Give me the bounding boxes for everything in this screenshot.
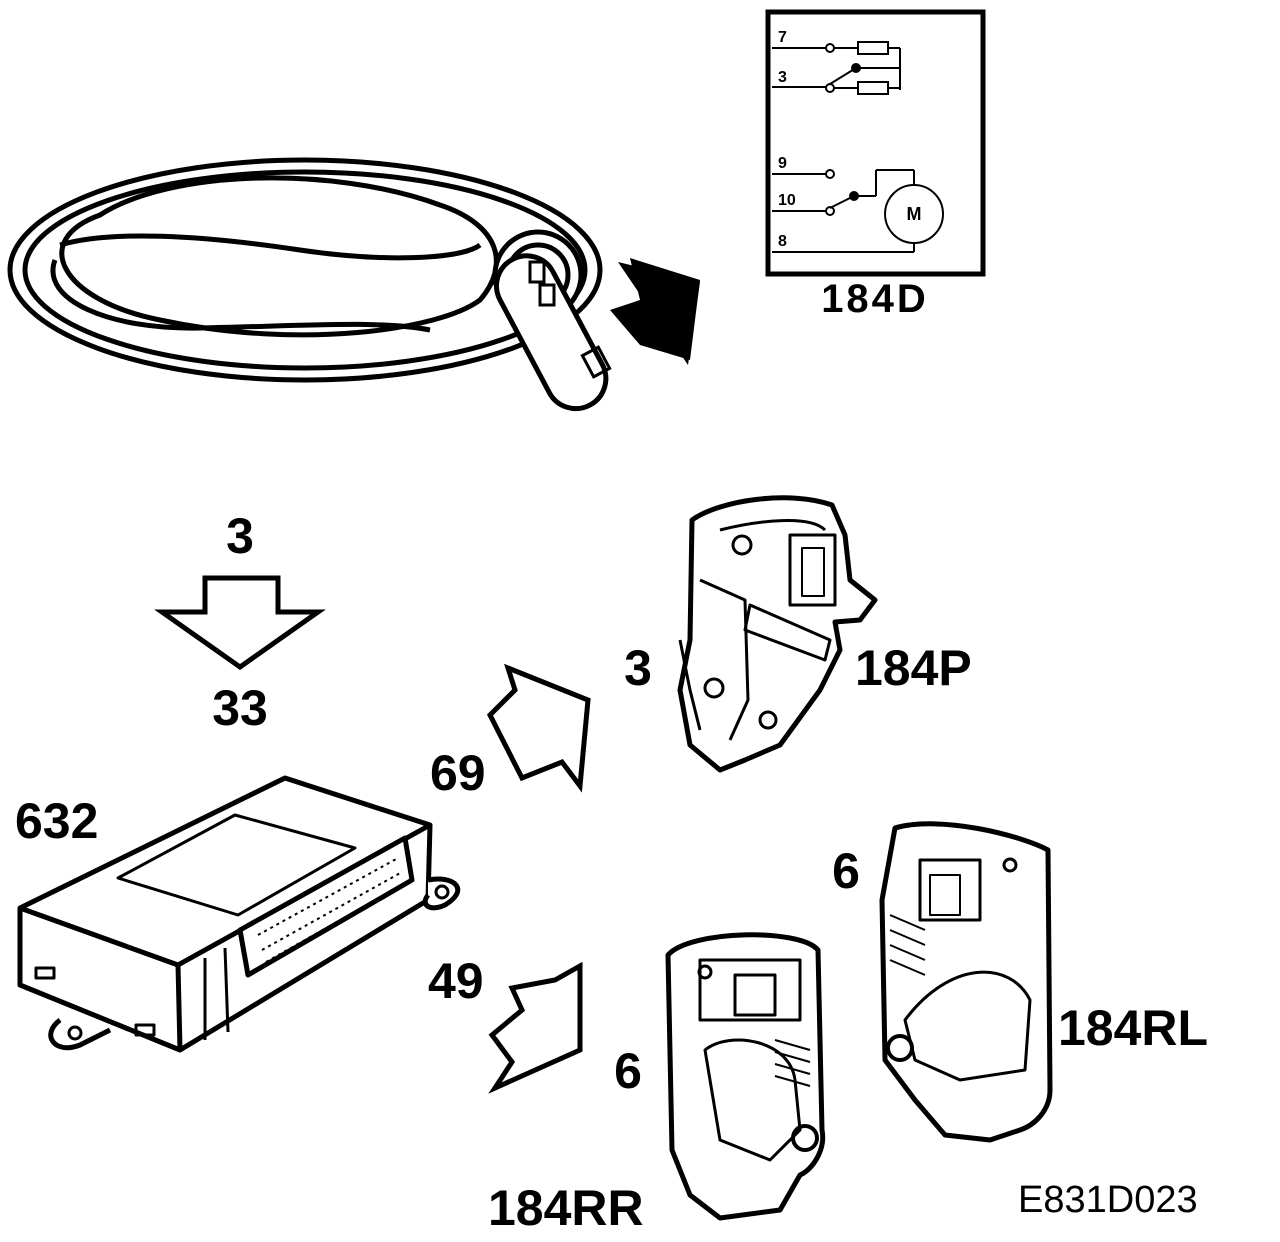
pin-3-label: 3	[778, 69, 787, 86]
black-arrow-icon	[610, 258, 700, 365]
lock-actuator-icon	[879, 821, 1053, 1143]
pin-10-label: 10	[778, 192, 796, 209]
hollow-arrow-icon	[486, 663, 591, 793]
figure-code: E831D023	[1018, 1179, 1198, 1221]
label-184rl: 184RL	[1058, 1000, 1208, 1056]
hollow-arrow-icon	[154, 575, 326, 671]
schematic-184d: 7 3 9 10 8 M	[765, 9, 986, 277]
flow-top-number: 3	[226, 508, 254, 564]
door-handle-icon	[7, 157, 603, 383]
label-632: 632	[15, 793, 98, 849]
wire-69-label: 69	[430, 745, 486, 801]
lock-actuator-icon	[677, 495, 878, 773]
lock-actuator-icon	[665, 932, 826, 1221]
hollow-arrow-icon	[488, 961, 583, 1094]
label-184d: 184D	[821, 277, 929, 321]
pin-3-184p-label: 3	[624, 640, 652, 696]
pin-6-184rl-label: 6	[832, 843, 860, 899]
pin-8-label: 8	[778, 233, 787, 250]
flow-bottom-number: 33	[212, 680, 268, 736]
pin-9-label: 9	[778, 155, 787, 172]
pin-7-label: 7	[778, 29, 787, 46]
lock-cylinder-icon	[492, 229, 612, 412]
motor-symbol: M	[907, 204, 922, 224]
label-184p: 184P	[855, 640, 972, 696]
pin-6-184rr-label: 6	[614, 1043, 642, 1099]
wire-49-label: 49	[428, 953, 484, 1009]
control-module-icon	[17, 775, 461, 1053]
label-184rr: 184RR	[488, 1180, 644, 1236]
